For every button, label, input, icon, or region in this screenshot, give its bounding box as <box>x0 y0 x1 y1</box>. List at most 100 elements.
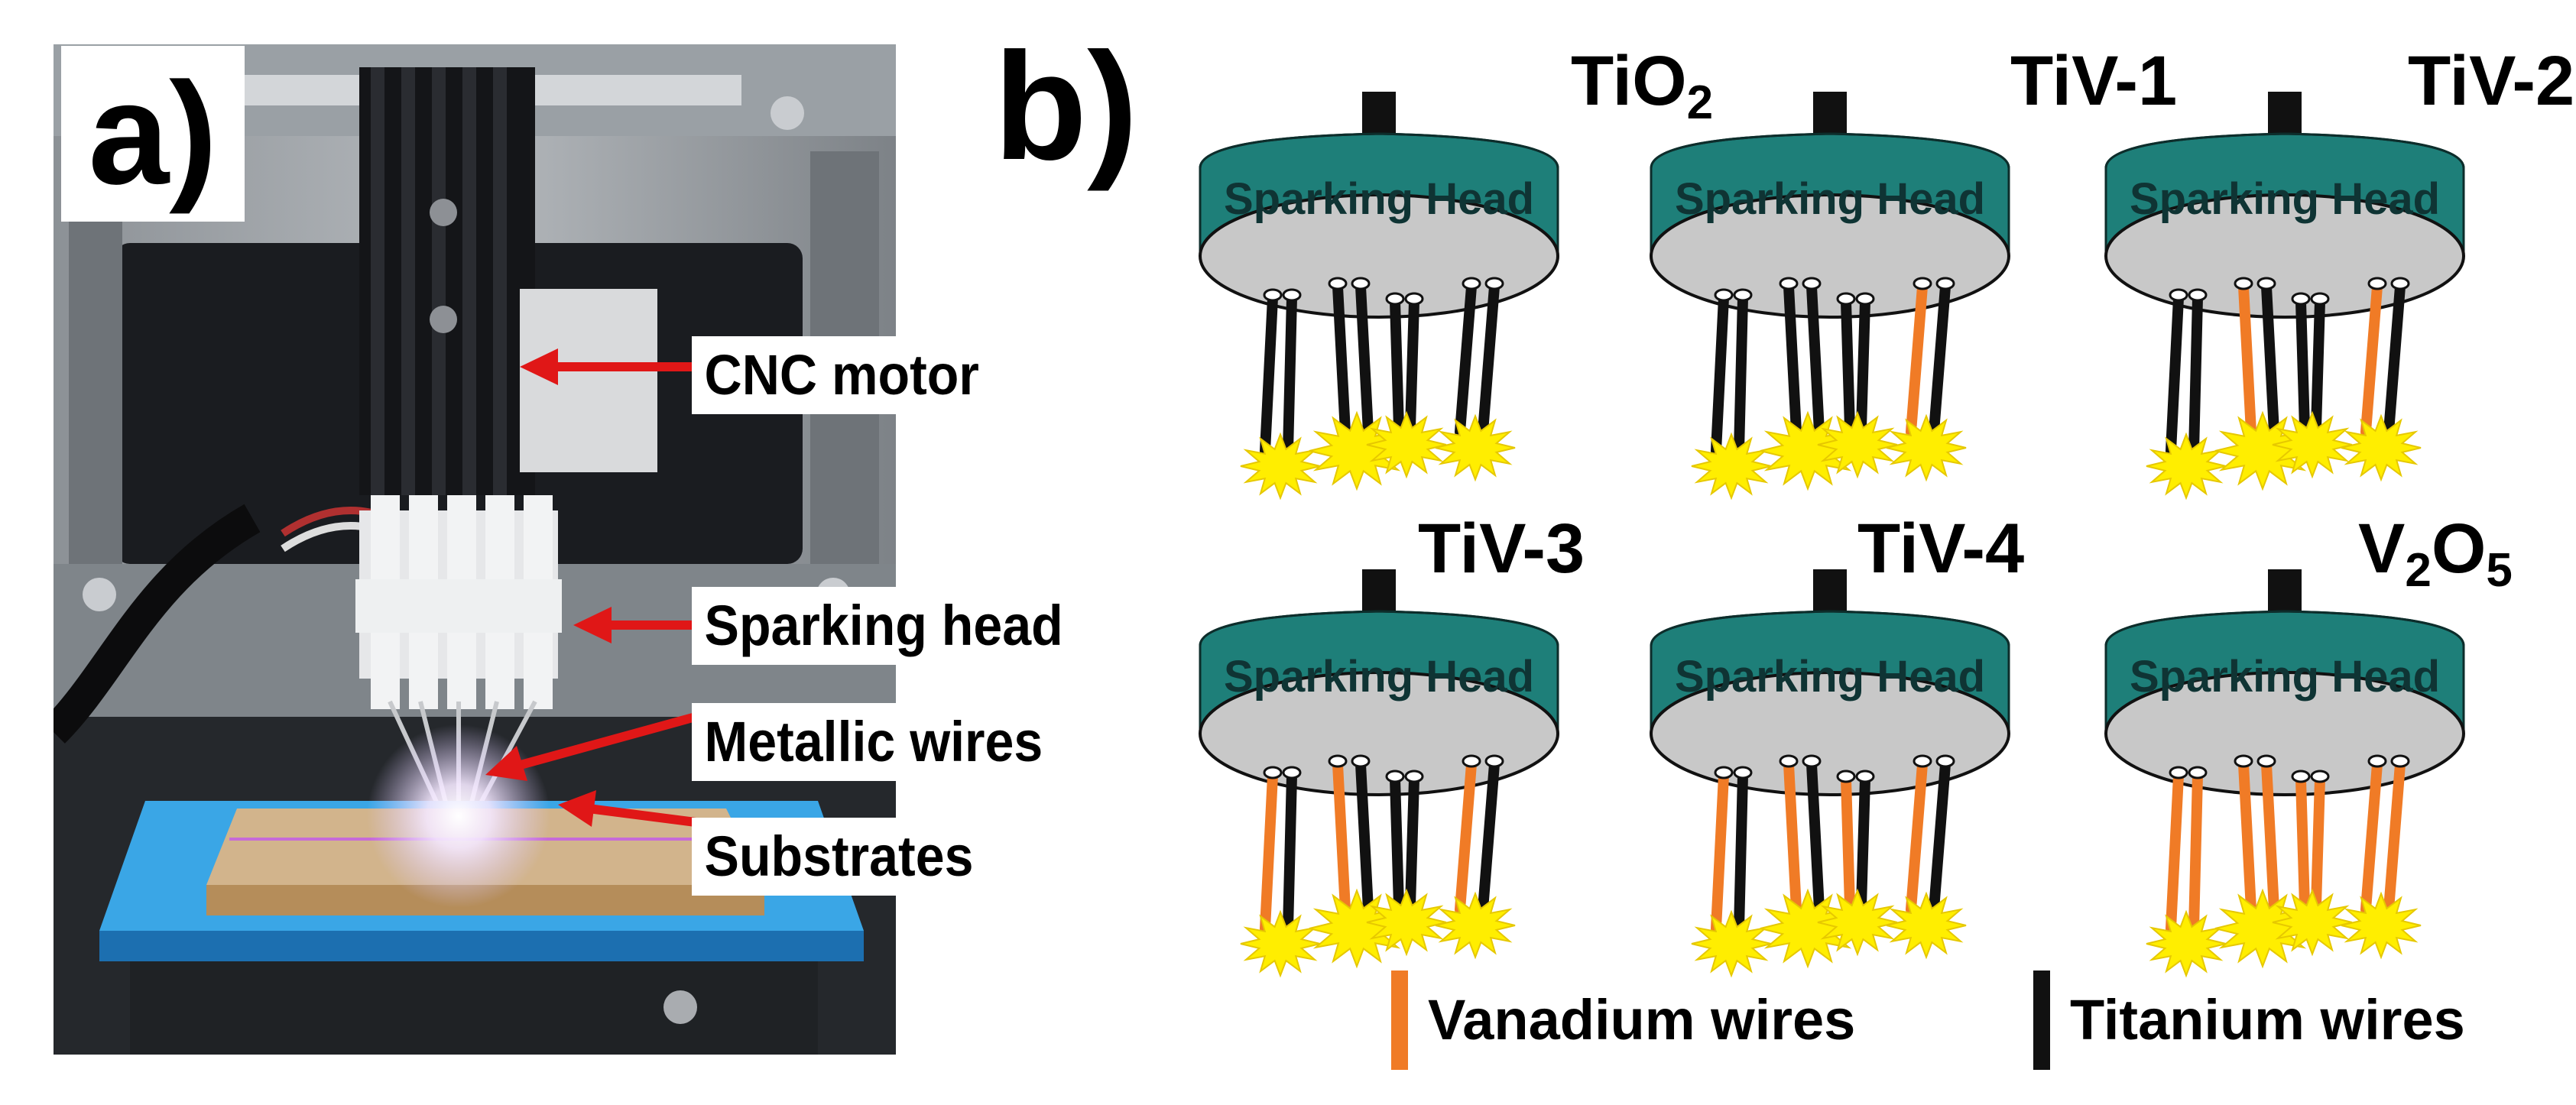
spark-icon <box>2146 909 2227 978</box>
vanadium-wire <box>1332 759 1351 915</box>
callout-substrates: Substrates <box>692 818 986 896</box>
apparatus-illustration <box>54 44 896 1055</box>
sample-label: V2O5 <box>2358 514 2513 595</box>
wire-socket <box>2234 277 2253 290</box>
sample-label-part: TiO <box>1571 42 1687 120</box>
head-rim <box>1650 132 2010 169</box>
wire-socket <box>1484 754 1504 768</box>
wire-socket <box>1855 770 1875 783</box>
sample-label-part: 2 <box>2405 544 2432 597</box>
wire-socket <box>2310 292 2330 306</box>
titanium-wire <box>1711 293 1729 456</box>
wire-socket <box>1385 770 1405 783</box>
wire-socket <box>2367 754 2387 768</box>
callout-sparking-head: Sparking head <box>692 587 1076 665</box>
vanadium-wire <box>2238 281 2256 437</box>
legend: Vanadium wires Titanium wires <box>1391 971 2538 1070</box>
head-rim <box>1199 610 1559 646</box>
panel-b-label: b) <box>994 21 1138 192</box>
sample-label-part: O <box>2431 510 2487 588</box>
vanadium-wire <box>1783 759 1802 915</box>
spark-icon <box>2341 413 2422 482</box>
sample-label: TiV-4 <box>1857 514 2024 595</box>
vanadium-wire <box>2261 759 2279 915</box>
wire-socket <box>1328 754 1348 768</box>
spark-icon <box>1435 891 1516 960</box>
titanium-wire <box>1405 297 1419 433</box>
spark-icon <box>1886 891 1967 960</box>
apparatus-photo <box>54 44 896 1055</box>
panel-a-label: a) <box>61 46 245 222</box>
sample-label-part: 5 <box>2486 544 2513 597</box>
titanium-wire <box>1929 281 1951 437</box>
head-rim <box>1199 132 1559 169</box>
titanium-wire <box>2188 293 2203 456</box>
vanadium-wire <box>2295 774 2310 911</box>
sample-label-part: TiV-2 <box>2408 42 2575 120</box>
wire-socket <box>1836 770 1856 783</box>
head-label: Sparking Head <box>2130 174 2440 224</box>
wire-socket <box>1802 754 1822 768</box>
wire-socket <box>1779 754 1799 768</box>
wire-socket <box>1913 277 1932 290</box>
titanium-wire <box>1332 281 1351 437</box>
titanium-wire <box>1806 759 1825 915</box>
vanadium-wire <box>1711 770 1729 934</box>
wire-socket <box>1263 766 1283 779</box>
wire-socket <box>2256 754 2276 768</box>
spark-icon <box>2272 888 2353 957</box>
sample-label-part: TiV-1 <box>2010 42 2178 120</box>
titanium-wire <box>1283 293 1297 456</box>
titanium-wire <box>1856 297 1870 433</box>
spark-icon <box>1817 888 1898 957</box>
spark-icon <box>2341 891 2422 960</box>
spark-icon <box>1240 909 1321 978</box>
sparking-head-diagram: Sparking Head <box>1650 92 2010 501</box>
titanium-wire <box>1455 281 1477 437</box>
titanium-wire <box>1478 281 1500 437</box>
wire-socket <box>2188 288 2208 302</box>
head-rim <box>1650 610 2010 646</box>
titanium-wire <box>2383 281 2406 437</box>
titanium-wire <box>2166 293 2184 456</box>
wire-socket <box>1733 288 1753 302</box>
sample-label-part: TiV-4 <box>1857 510 2025 588</box>
spark-icon <box>1435 413 1516 482</box>
titanium-wire <box>1856 774 1870 911</box>
titanium-wire <box>2311 297 2325 433</box>
wire-socket <box>1263 288 1283 302</box>
wire-socket <box>1385 292 1405 306</box>
sample-label: TiV-1 <box>2010 46 2177 127</box>
titanium-wire <box>1260 293 1278 456</box>
wire-socket <box>1404 292 1424 306</box>
sample-label-part: 2 <box>1686 76 1714 129</box>
wire-socket <box>1714 288 1734 302</box>
wire-socket <box>1913 754 1932 768</box>
wire-socket <box>1714 766 1734 779</box>
legend-label-titanium: Titanium wires <box>2070 988 2465 1052</box>
wire-socket <box>1282 766 1302 779</box>
wire-socket <box>1733 766 1753 779</box>
wire-socket <box>1935 277 1955 290</box>
sparking-head-diagram: Sparking Head <box>1650 569 2010 978</box>
titanium-wire <box>1405 774 1419 911</box>
wire-socket <box>1802 277 1822 290</box>
titanium-wire <box>1390 774 1404 911</box>
wire-socket <box>1836 292 1856 306</box>
vanadium-wire <box>1906 759 1928 915</box>
titanium-wire <box>1841 297 1855 433</box>
vanadium-wire <box>1260 770 1278 934</box>
titanium-wire <box>2295 297 2310 433</box>
head-rim <box>2104 132 2465 169</box>
titanium-wire <box>1390 297 1404 433</box>
vanadium-swatch <box>1391 971 1408 1070</box>
wire-socket <box>1328 277 1348 290</box>
vanadium-wire <box>1841 774 1855 911</box>
wire-socket <box>2390 754 2410 768</box>
spark-icon <box>1817 410 1898 479</box>
wire-socket <box>1462 277 1481 290</box>
callout-cnc-motor: CNC motor <box>692 336 992 414</box>
vanadium-wire <box>2238 759 2256 915</box>
wire-socket <box>1855 292 1875 306</box>
